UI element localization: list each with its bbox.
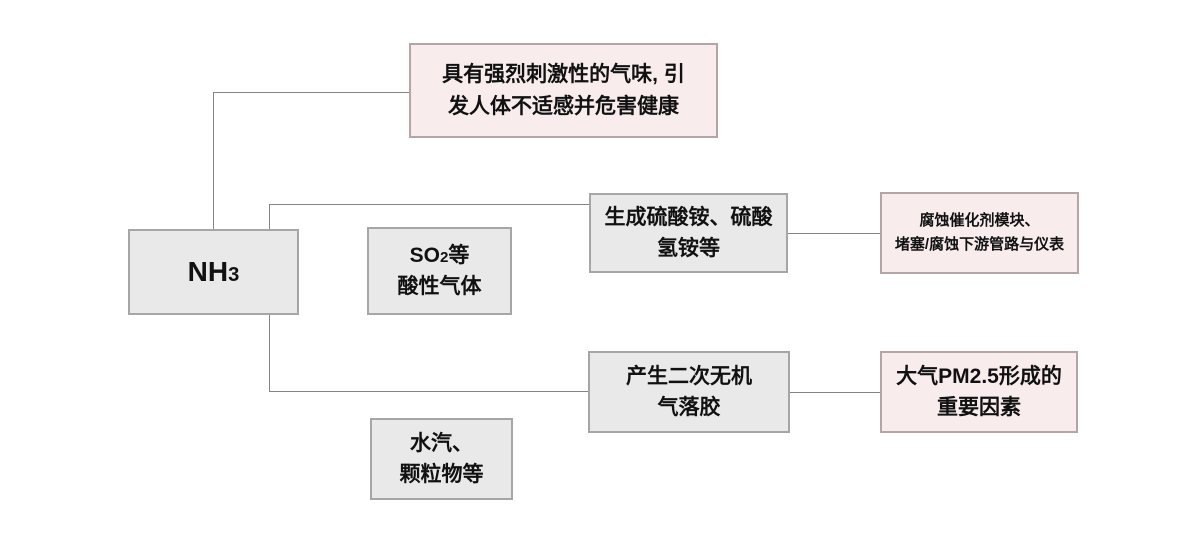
odor-effect-node: 具有强烈刺激性的气味, 引 发人体不适感并危害健康 xyxy=(409,43,718,138)
corrosion-effect-label: 腐蚀催化剂模块、 堵塞/腐蚀下游管路与仪表 xyxy=(894,212,1065,253)
sulfate-node: 生成硫酸铵、硫酸 氢铵等 xyxy=(589,193,788,273)
moisture-label: 水汽、 颗粒物等 xyxy=(399,431,484,487)
corrosion-effect-node: 腐蚀催化剂模块、 堵塞/腐蚀下游管路与仪表 xyxy=(880,192,1079,274)
odor-effect-label: 具有强烈刺激性的气味, 引 发人体不适感并危害健康 xyxy=(442,63,685,118)
connector-nh3-to-sulfate-horizontal xyxy=(269,204,589,205)
so2-node: SO2等酸性气体 xyxy=(367,227,512,315)
connector-sulfate-to-corrosion xyxy=(788,233,880,234)
connector-nh3-to-aerosol-vertical xyxy=(269,315,270,391)
pm25-effect-node: 大气PM2.5形成的 重要因素 xyxy=(880,351,1078,433)
moisture-node: 水汽、 颗粒物等 xyxy=(370,418,513,500)
connector-nh3-to-sulfate-vertical xyxy=(269,204,270,229)
connector-aerosol-to-pm25 xyxy=(790,392,880,393)
pm25-effect-label: 大气PM2.5形成的 重要因素 xyxy=(896,364,1062,420)
nh3-node: NH3 xyxy=(128,229,299,315)
nh3-formula: NH3 xyxy=(187,256,240,287)
connector-nh3-to-odor-vertical xyxy=(213,92,214,229)
sulfate-label: 生成硫酸铵、硫酸 氢铵等 xyxy=(604,205,773,261)
connector-nh3-to-aerosol-horizontal xyxy=(269,391,588,392)
aerosol-label: 产生二次无机 气落胶 xyxy=(626,364,752,420)
connector-nh3-to-odor-horizontal xyxy=(213,92,409,93)
so2-label: SO2等酸性气体 xyxy=(397,243,482,299)
aerosol-node: 产生二次无机 气落胶 xyxy=(588,351,790,433)
